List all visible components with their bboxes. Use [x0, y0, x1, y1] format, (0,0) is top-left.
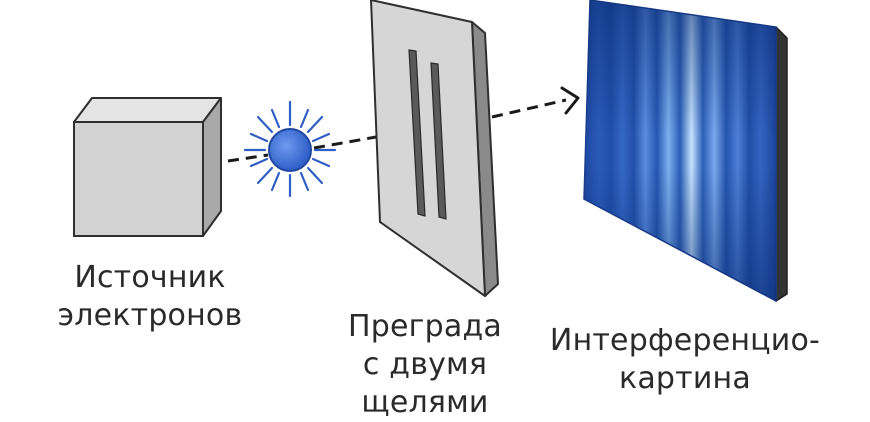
arrowhead-icon: [560, 86, 580, 115]
electron-source-label-line-2: электронов: [57, 298, 243, 333]
slit-right: [430, 62, 447, 220]
electron-path-segment-3: [491, 98, 567, 119]
interference-pattern-label-line-1: Интерференцио-: [549, 323, 821, 358]
electron-burst-icon: [243, 100, 337, 198]
double-slit-barrier: [370, 0, 499, 297]
barrier-label: Преграда с двумя щелями: [320, 308, 530, 422]
electron-path-segment-1: [227, 153, 269, 163]
barrier-label-line-1: Преграда: [348, 309, 502, 344]
barrier-label-line-3: щелями: [361, 385, 489, 420]
interference-screen: [583, 0, 788, 303]
electron-source-box: [73, 97, 222, 237]
electron-source-label: Источник электронов: [40, 259, 260, 335]
barrier-label-line-2: с двумя: [362, 347, 488, 382]
interference-pattern-label: Интерференцио- картина: [520, 322, 850, 398]
interference-pattern-label-line-2: картина: [619, 361, 751, 396]
electron-source-label-line-1: Источник: [74, 260, 226, 295]
double-slit-diagram: [73, 0, 788, 303]
slit-left: [408, 49, 426, 217]
electron-path-segment-2: [313, 135, 377, 150]
